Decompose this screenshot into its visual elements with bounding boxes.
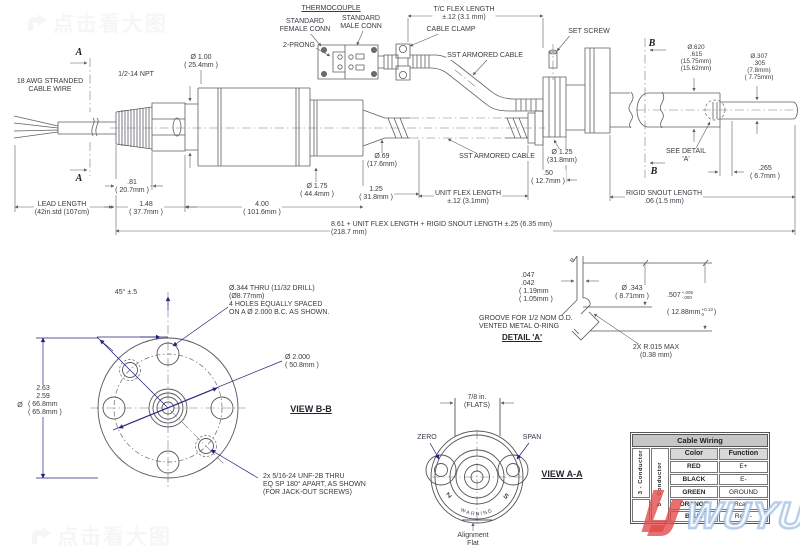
section-a-bottom: A [74, 173, 84, 184]
bolt-holes-note: Ø.344 THRU (11/32 DRILL) (Ø8.77mm) 4 HOL… [228, 285, 331, 317]
tc-flex-length-dim: T/C FLEX LENGTH ±.12 (3.1 mm) [432, 6, 496, 22]
group-3-conductor: 3 - Conductor [632, 448, 650, 499]
section-b-bottom: B [649, 166, 659, 177]
dia-620-dim: Ø.620 .615 (15.75mm) (15.62mm) [679, 44, 713, 72]
dim-81: .81 ( 20.7mm ) [114, 179, 150, 195]
section-b-top: B [647, 38, 657, 49]
cable-clamp-label: CABLE CLAMP [425, 26, 477, 34]
detail-a-title: DETAIL 'A' [502, 333, 542, 342]
jack-out-note: 2x 5/16-24 UNF-2B THRU EQ SP 180° APART,… [262, 473, 367, 497]
dia-69-dim: Ø.69 (17.6mm) [366, 153, 398, 169]
female-conn-label: STANDARD FEMALE CONN [278, 18, 332, 34]
rigid-snout-length-dim: RIGID SNOUT LENGTH .06 (1.5 mm) [624, 190, 704, 206]
view-aa-dial [425, 398, 529, 524]
brand-watermark-text: WUYUE [683, 494, 800, 538]
cursor-arrow-icon [32, 527, 51, 544]
flange-od-nums: 2.63 2.59 [35, 385, 51, 401]
section-a-top: A [74, 47, 84, 58]
dim-507-mm: ( 12.88mm [667, 308, 701, 316]
dia-343-dim: Ø .343 ( 8.71mm ) [614, 285, 650, 301]
view-aa-title: VIEW A-A [541, 469, 583, 479]
wire-color: BLACK [670, 473, 718, 486]
groove-note: GROOVE FOR 1/2 NOM O.D. VENTED METAL O-R… [478, 315, 574, 331]
table-row: RED E+ [632, 460, 768, 473]
awg-cable-label: 18 AWG STRANDED CABLE WIRE [15, 78, 85, 94]
sst-cable-label-mid: SST ARMORED CABLE [458, 153, 536, 161]
warning-arc-text: WARNING [460, 507, 495, 517]
alignment-flat-label: Alignment Flat [456, 532, 490, 548]
dim-125: 1.25 ( 31.8mm ) [358, 186, 394, 202]
cursor-arrow-icon [28, 14, 47, 31]
dial-letters: Z S WARNING R [446, 257, 577, 517]
span-letter: S [501, 493, 509, 502]
npt-label: 1/2-14 NPT [117, 71, 155, 79]
view-bb-title: VIEW B-B [290, 404, 332, 414]
wire-function: E+ [718, 460, 768, 473]
lead-length-dim: LEAD LENGTH (42in.std (107cm) [33, 201, 91, 217]
zero-letter: Z [446, 491, 454, 500]
watermark-click-hint-top[interactable]: 点击看大图 [26, 8, 168, 38]
dia-1-00-dim: Ø 1.00 ( 25.4mm ) [183, 54, 219, 70]
table-title: Cable Wiring [632, 434, 768, 447]
brand-logo-icon [641, 490, 684, 536]
column-header-color: Color [670, 448, 718, 460]
wire-color: GREEN [670, 486, 718, 499]
dimension-lines [14, 14, 796, 531]
r-label: R [569, 257, 576, 264]
dim-400: 4.00 ( 101.6mm ) [242, 201, 282, 217]
watermark-click-hint-bottom[interactable]: 点击看大图 [30, 521, 172, 551]
bolt-circle-dia-dim: Ø 2.000 ( 50.8mm ) [284, 354, 320, 370]
overall-length-dim: 8.61 + UNIT FLEX LENGTH + RIGID SNOUT LE… [330, 221, 554, 237]
set-screw-label: SET SCREW [567, 28, 611, 36]
dim-50: .50 ( 12.7mm ) [530, 170, 566, 186]
two-prong-label: 2-PRONG [282, 42, 316, 50]
see-detail-a-ref: SEE DETAIL 'A' [665, 148, 707, 164]
flats-dim: 7/8 in. (FLATS) [463, 394, 491, 410]
table-row: GREEN GROUND [632, 486, 768, 499]
wire-color: RED [670, 460, 718, 473]
dim-265: .265 ( 6.7mm ) [749, 165, 781, 181]
radius-note: 2X R.015 MAX (0.38 mm) [631, 344, 681, 360]
thermocouple-label: THERMOCOUPLE [300, 5, 362, 13]
flange-od-dia-symbol: Ø [16, 402, 24, 410]
male-conn-label: STANDARD MALE CONN [339, 15, 383, 31]
angle-45-dim: 45° ±.5 [113, 289, 139, 297]
table-row: BLUE Rcal - [632, 511, 768, 523]
navy-leader-lines [36, 296, 530, 479]
dia-125-clamp-dim: Ø 1.25 (31.8mm) [546, 149, 578, 165]
dia-307-dim: Ø.307 .305 (7.8mm) ( 7.75mm) [743, 53, 775, 81]
flange-od-mm: ( 66.8mm ( 65.8mm ) [27, 401, 63, 417]
dim-507-mm-tolerance: +0.13 0 [701, 307, 713, 317]
sst-cable-label-top: SST ARMORED CABLE [446, 52, 524, 60]
dia-175-dim: Ø 1.75 ( 44.4mm ) [299, 183, 335, 199]
wire-function: E- [718, 473, 768, 486]
dim-148: 1.48 ( 37.7mm ) [128, 201, 164, 217]
dim-507: .507 +.005 -.000 ( 12.88mm +0.13 0 ) [666, 283, 718, 325]
dim-507-tolerance: +.005 -.000 [681, 290, 694, 300]
table-row: BLACK E- [632, 473, 768, 486]
span-label: SPAN [521, 434, 543, 442]
groove-width-dims: .047 .042 ( 1.19mm ( 1.05mm ) [518, 272, 554, 304]
unit-flex-length-dim: UNIT FLEX LENGTH ±.12 (3.1mm) [434, 190, 502, 206]
wire-function: GROUND [718, 486, 768, 499]
zero-label: ZERO [416, 434, 438, 442]
column-header-function: Function [718, 448, 768, 460]
wire-function: Rcal - [718, 511, 768, 523]
dim-507-value: .507 [667, 291, 681, 299]
view-bb-flange [97, 337, 239, 479]
hidden-detail-circles [113, 99, 726, 463]
wire-function: Rcal + [718, 499, 768, 511]
